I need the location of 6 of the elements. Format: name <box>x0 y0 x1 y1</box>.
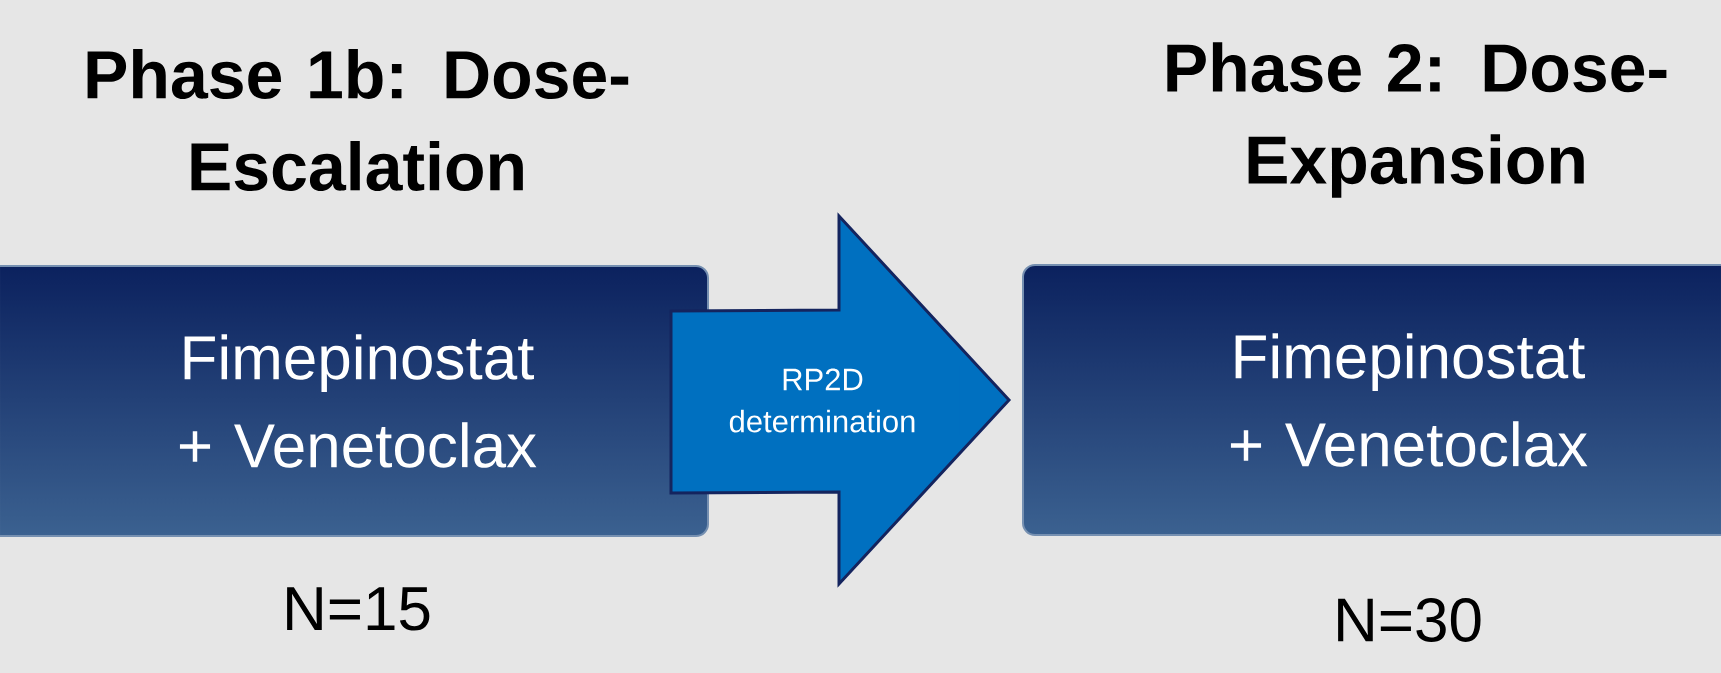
phase-heading: Phase 2: Dose-Expansion <box>1167 42 1667 198</box>
edge-label: RP2D determination <box>729 368 915 433</box>
sample-size: N=15 <box>287 587 430 631</box>
sample-size: N=30 <box>1338 598 1481 642</box>
phase-heading: Phase 1b: Dose-Escalation <box>87 49 629 191</box>
treatment-box: Fimepinostat + Venetoclax <box>1022 264 1721 536</box>
